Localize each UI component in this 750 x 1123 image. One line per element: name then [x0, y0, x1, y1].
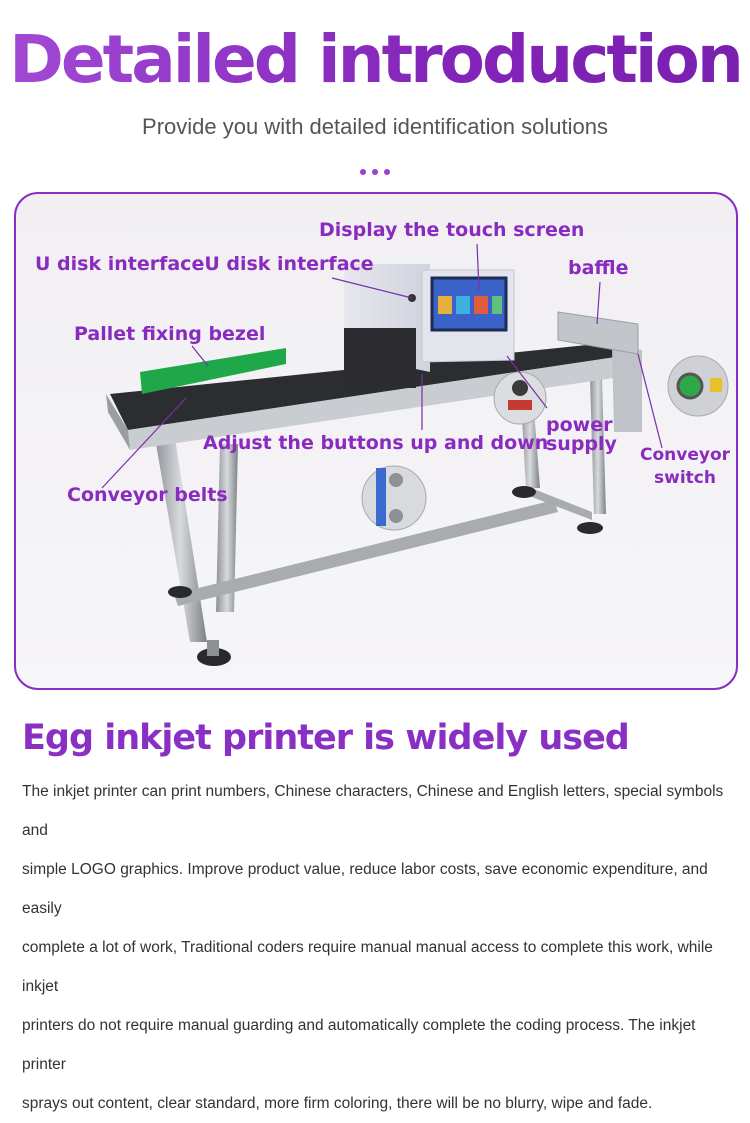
label-switch-line1: Conveyor [640, 445, 731, 465]
label-switch-line2: switch [654, 468, 716, 488]
body-line: The inkjet printer can print numbers, Ch… [22, 783, 724, 839]
label-pallet-fixing-bezel: Pallet fixing bezel [74, 323, 266, 345]
body-line: complete a lot of work, Traditional code… [22, 939, 713, 995]
label-display-touch-screen: Display the touch screen [319, 219, 585, 241]
label-conveyor-belts: Conveyor belts [67, 484, 228, 506]
section-body: The inkjet printer can print numbers, Ch… [22, 772, 734, 1123]
section-title: Egg inkjet printer is widely used [22, 718, 630, 758]
product-diagram-frame: Display the touch screen U disk interfac… [14, 192, 738, 690]
callout-lines [101, 243, 663, 489]
page-title: Detailed introduction [0, 18, 750, 102]
conveyor-legs [154, 378, 606, 666]
label-power-supply: power supply [546, 416, 617, 454]
printer-conveyor-illustration [101, 243, 729, 666]
body-line: simple LOGO graphics. Improve product va… [22, 861, 708, 917]
page-subtitle: Provide you with detailed identification… [142, 114, 608, 139]
divider-dots [357, 162, 397, 176]
body-line: sprays out content, clear standard, more… [22, 1095, 653, 1112]
inset-adjust-buttons [361, 465, 427, 531]
inset-conveyor-switch [667, 355, 729, 417]
label-conveyor-switch: Conveyor switch [640, 444, 730, 490]
pallet-fixing-bezel [140, 348, 286, 394]
label-adjust-buttons: Adjust the buttons up and down [203, 432, 549, 454]
label-usb-interface: U disk interfaceU disk interface [35, 253, 374, 275]
label-baffle: baffle [568, 257, 629, 279]
inset-power-socket [493, 371, 547, 425]
label-power-line1: power [546, 414, 613, 436]
label-power-line2: supply [546, 433, 617, 455]
printer-unit [344, 258, 515, 388]
body-line: printers do not require manual guarding … [22, 1017, 696, 1073]
